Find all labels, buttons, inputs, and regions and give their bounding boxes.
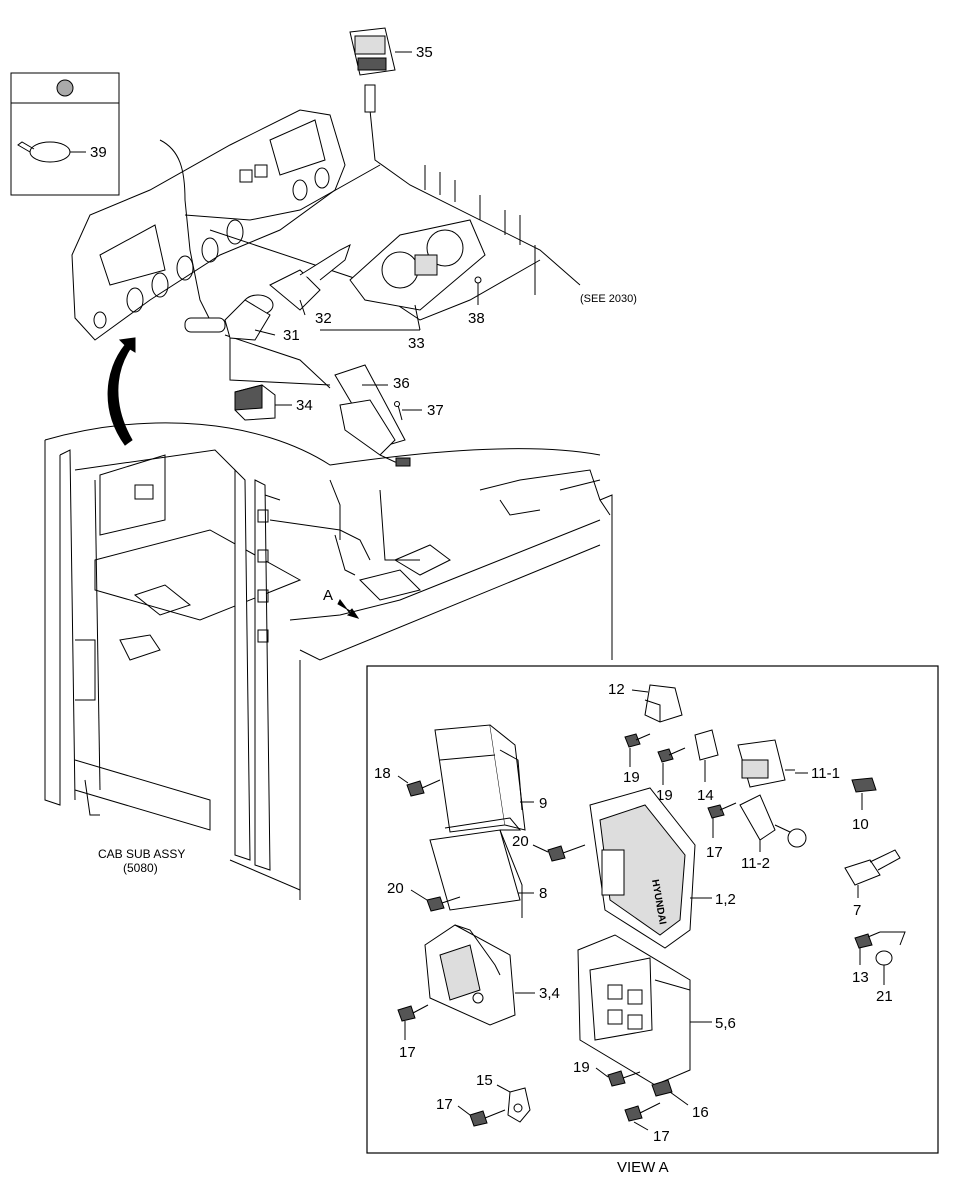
callout-13: 13 <box>852 969 869 986</box>
callout-8: 8 <box>539 885 547 902</box>
screw-37: 37 <box>394 401 444 421</box>
detail-box-39: 39 <box>10 72 120 196</box>
curved-arrow-icon <box>107 337 136 446</box>
wiring-harness <box>159 109 581 389</box>
dashboard-panel <box>71 109 346 341</box>
callout-39: 39 <box>90 144 107 161</box>
arrow-icon <box>337 599 360 619</box>
view-a-arrow: A <box>323 587 360 619</box>
cab-sub-assembly <box>44 422 613 900</box>
callout-3-4: 3,4 <box>539 985 560 1002</box>
cab-sub-assy-label: CAB SUB ASSY <box>98 847 185 861</box>
arrow-a-label: A <box>323 587 333 604</box>
callout-36: 36 <box>393 375 410 392</box>
callout-17-a: 17 <box>706 844 723 861</box>
cable-tie-icon <box>29 141 71 163</box>
gray-dot-icon <box>56 79 74 97</box>
callout-19-b: 19 <box>656 787 673 804</box>
switch-32: 32 <box>269 244 351 327</box>
callout-17-d: 17 <box>653 1128 670 1145</box>
callout-32: 32 <box>315 310 332 327</box>
callout-38: 38 <box>468 310 485 327</box>
callout-9: 9 <box>539 795 547 812</box>
callout-19-c: 19 <box>573 1059 590 1076</box>
see-reference-2030: (SEE 2030) <box>580 293 637 305</box>
callout-1-2: 1,2 <box>715 891 736 908</box>
callout-19-a: 19 <box>623 769 640 786</box>
callout-33: 33 <box>408 335 425 352</box>
display-unit-35: 35 <box>349 27 433 113</box>
callout-7: 7 <box>853 902 861 919</box>
instrument-cluster-33: 33 <box>349 219 486 352</box>
callout-10: 10 <box>852 816 869 833</box>
callout-21: 21 <box>876 988 893 1005</box>
callout-17-b: 17 <box>399 1044 416 1061</box>
key-switch-31: 31 <box>184 294 300 344</box>
callout-11-1: 11-1 <box>811 765 840 782</box>
callout-20-b: 20 <box>387 880 404 897</box>
callout-14: 14 <box>697 787 714 804</box>
callout-17-c: 17 <box>436 1096 453 1113</box>
callout-20-a: 20 <box>512 833 529 850</box>
callout-35: 35 <box>416 44 433 61</box>
callout-5-6: 5,6 <box>715 1015 736 1032</box>
callout-15: 15 <box>476 1072 493 1089</box>
callout-16: 16 <box>692 1104 709 1121</box>
callout-11-2: 11-2 <box>741 855 770 872</box>
module-34: 34 <box>234 384 313 421</box>
callout-12: 12 <box>608 681 625 698</box>
cab-sub-assy-ref: (5080) <box>123 861 158 875</box>
view-a-detail: 12 19 19 14 11-1 11-2 17 <box>366 665 939 1154</box>
callout-18: 18 <box>374 765 391 782</box>
view-a-caption: VIEW A <box>617 1159 669 1176</box>
callout-34: 34 <box>296 397 313 414</box>
callout-37: 37 <box>427 402 444 419</box>
callout-31: 31 <box>283 327 300 344</box>
screw-38: 38 <box>468 276 485 327</box>
accelerator-pedal-36: 36 <box>334 364 411 467</box>
